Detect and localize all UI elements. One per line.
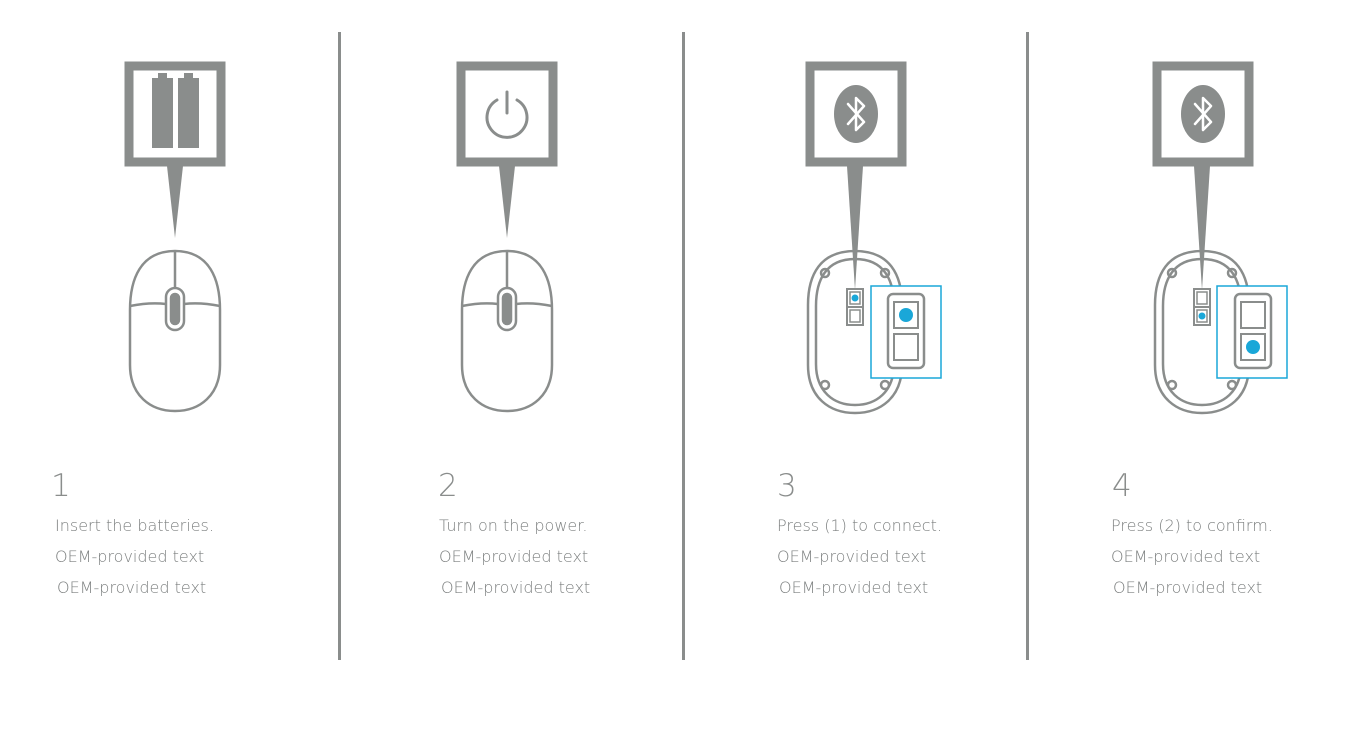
step-number: 3 [777,468,797,504]
step-text-line: OEM-provided text [439,547,589,566]
step-text-line: Turn on the power. [439,516,588,535]
step-text-line: OEM-provided text [1111,547,1261,566]
step-2: 2 Turn on the power. OEM-provided text O… [352,0,682,740]
callout-box [456,61,558,238]
step-3-illustration [805,61,942,415]
callout-box [124,61,226,238]
step-4: 4 Press (2) to confirm. OEM-provided tex… [1047,0,1366,740]
step-number: 4 [1112,468,1132,504]
step-text-line: OEM-provided text [779,578,929,597]
button-zoom-inset [870,285,942,379]
step-4-illustration [1152,61,1288,415]
step-text-line: OEM-provided text [55,547,205,566]
step-3: 3 Press (1) to connect. OEM-provided tex… [700,0,1030,740]
step-text-line: OEM-provided text [441,578,591,597]
bluetooth-icon [834,85,878,143]
mouse-top-icon [128,249,222,413]
batteries-icon [152,73,199,148]
divider-2 [682,32,685,660]
step-text-line: OEM-provided text [57,578,207,597]
step-text-line: Press (1) to connect. [777,516,942,535]
divider-3 [1026,32,1029,660]
button-zoom-inset [1216,285,1288,379]
callout-box [805,61,907,290]
bluetooth-icon [1181,85,1225,143]
step-2-illustration [456,61,558,413]
step-number: 1 [51,468,71,504]
divider-1 [338,32,341,660]
step-1: 1 Insert the batteries. OEM-provided tex… [20,0,350,740]
step-text-line: Press (2) to confirm. [1111,516,1273,535]
power-icon [485,90,529,139]
step-text-line: Insert the batteries. [55,516,214,535]
step-text-line: OEM-provided text [1113,578,1263,597]
step-1-illustration [124,61,226,413]
step-number: 2 [438,468,458,504]
mouse-top-icon [460,249,554,413]
callout-box [1152,61,1254,290]
step-text-line: OEM-provided text [777,547,927,566]
